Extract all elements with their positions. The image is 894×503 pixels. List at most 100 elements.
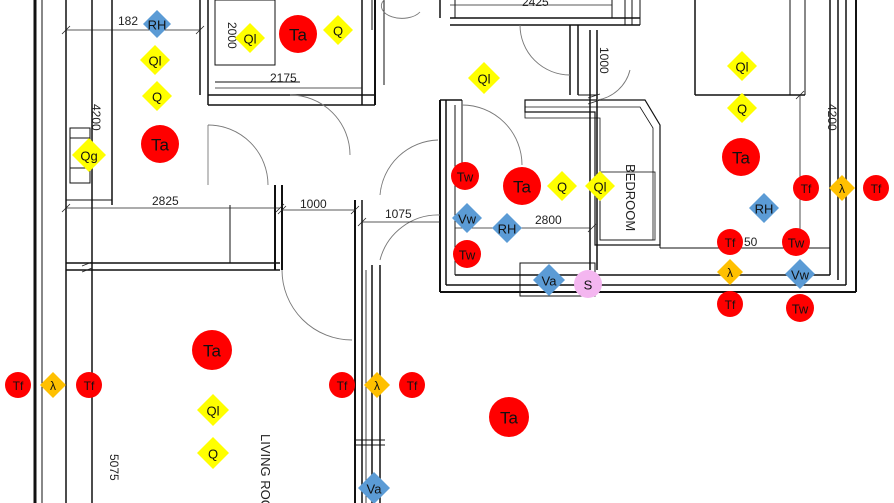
sensor-s-marker: S [574, 270, 602, 298]
sensor-tf-marker: Tf [717, 229, 743, 255]
dim-182: 182 [118, 14, 138, 28]
sensor-label: S [584, 278, 593, 293]
sensor-ql-marker: Ql [197, 394, 229, 426]
sensor-tw-marker: Tw [782, 228, 810, 256]
sensor-lambda-marker: λ [717, 259, 743, 285]
sensor-rh-marker: RH [492, 213, 522, 243]
sensor-vw-marker: Vw [452, 203, 482, 233]
circle-marker [574, 270, 602, 298]
diamond-marker [468, 62, 500, 94]
sensor-ta-marker: Ta [489, 397, 529, 437]
room-label-living-room: LIVING ROOM [258, 434, 273, 503]
dim-2800: 2800 [535, 213, 562, 227]
sensor-ql-marker: Ql [140, 45, 170, 75]
sensor-label: Tf [407, 379, 418, 393]
circle-marker [717, 229, 743, 255]
sensor-va-marker: Va [533, 264, 565, 296]
sensor-label: Ql [478, 72, 491, 87]
diamond-marker [72, 138, 106, 172]
sensor-label: Qg [80, 149, 97, 164]
sensor-label: Vw [791, 268, 810, 283]
diamond-marker [323, 15, 353, 45]
sensor-q-marker: Q [142, 81, 172, 111]
diamond-marker [197, 437, 229, 469]
sensor-ta-marker: Ta [722, 138, 760, 176]
sensor-rh-marker: RH [749, 193, 779, 223]
sensor-label: RH [148, 18, 167, 33]
dim-2425: 2425 [522, 0, 549, 9]
dim-1075: 1075 [385, 207, 412, 221]
sensor-label: Q [333, 24, 343, 39]
circle-marker [192, 330, 232, 370]
walls [33, 0, 857, 503]
dim-4200-right: 4200 [825, 104, 839, 131]
sensor-label: Tw [792, 302, 809, 317]
sensor-label: λ [727, 266, 733, 280]
sensor-q-marker: Q [547, 171, 577, 201]
diamond-marker [727, 51, 757, 81]
sensor-label: Va [542, 274, 558, 289]
sensor-label: Q [152, 90, 162, 105]
sensor-label: λ [839, 182, 845, 196]
sensor-tf-marker: Tf [793, 175, 819, 201]
circle-marker [782, 228, 810, 256]
diamond-marker [358, 472, 390, 503]
sensor-tw-marker: Tw [453, 240, 481, 268]
sensor-ta-marker: Ta [503, 167, 541, 205]
sensor-ql-marker: Ql [585, 171, 615, 201]
dim-2000: 2000 [225, 22, 239, 49]
sensor-label: Tf [725, 236, 736, 250]
sensor-rh-marker: RH [143, 10, 171, 38]
diamond-marker [727, 93, 757, 123]
circle-marker [141, 125, 179, 163]
circle-marker [786, 294, 814, 322]
circle-marker [279, 15, 317, 53]
sensor-label: Ta [732, 149, 751, 168]
sensor-lambda-marker: λ [40, 372, 66, 398]
dim-2825: 2825 [152, 194, 179, 208]
sensor-label: Q [557, 180, 567, 195]
dim-1000-mid: 1000 [300, 197, 327, 211]
sensor-vw-marker: Vw [785, 259, 815, 289]
circle-marker [503, 167, 541, 205]
sensor-label: RH [755, 202, 774, 217]
dim-2175: 2175 [270, 71, 297, 85]
diamond-marker [829, 175, 855, 201]
dimension-labels: 182 2425 2000 2175 4200 1000 2825 1000 1… [89, 0, 839, 481]
sensor-ql-marker: Ql [727, 51, 757, 81]
dim-1000-right: 1000 [597, 47, 611, 74]
diamond-marker [40, 372, 66, 398]
sensor-label: Tf [725, 298, 736, 312]
diamond-marker [452, 203, 482, 233]
sensor-tw-marker: Tw [786, 294, 814, 322]
sensor-ta-marker: Ta [279, 15, 317, 53]
dimension-lines [61, 4, 805, 273]
diamond-marker [143, 10, 171, 38]
sensor-label: RH [498, 222, 517, 237]
diamond-marker [364, 372, 390, 398]
circle-marker [453, 240, 481, 268]
sensor-label: λ [50, 379, 56, 393]
circle-marker [76, 372, 102, 398]
sensor-label: Ql [736, 60, 749, 75]
sensor-label: Ta [203, 342, 222, 361]
sensor-lambda-marker: λ [364, 372, 390, 398]
diamond-marker [547, 171, 577, 201]
sensor-tf-marker: Tf [5, 372, 31, 398]
sensor-q-marker: Q [727, 93, 757, 123]
circle-marker [722, 138, 760, 176]
circle-marker [399, 372, 425, 398]
circle-marker [489, 397, 529, 437]
sensor-label: Tw [788, 236, 805, 251]
sensor-tw-marker: Tw [451, 162, 479, 190]
sensor-label: Tf [337, 379, 348, 393]
diamond-marker [235, 23, 265, 53]
sensor-label: λ [374, 379, 380, 393]
diamond-marker [533, 264, 565, 296]
sensor-q-marker: Q [197, 437, 229, 469]
dim-50: 50 [744, 235, 758, 249]
sensor-tf-marker: Tf [717, 291, 743, 317]
diamond-marker [492, 213, 522, 243]
sensor-label: Ql [149, 54, 162, 69]
